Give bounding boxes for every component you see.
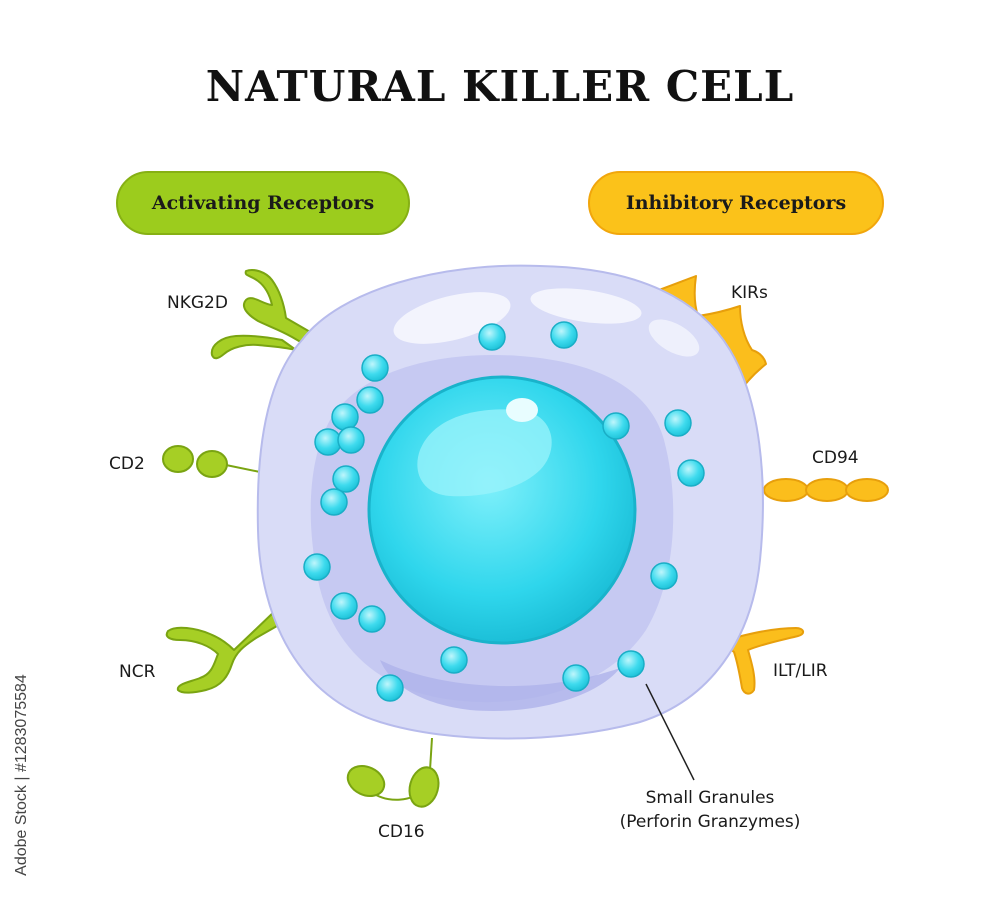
granule [361, 354, 389, 382]
granules-pointer-line [645, 683, 695, 781]
granule [332, 465, 360, 493]
label-ncr: NCR [119, 662, 156, 682]
granule [356, 386, 384, 414]
page-title: NATURAL KILLER CELL [205, 62, 795, 111]
granule [664, 409, 692, 437]
activating-receptors-pill: Activating Receptors [116, 171, 410, 235]
label-cd94: CD94 [812, 448, 859, 468]
granule [440, 646, 468, 674]
nucleus [367, 375, 637, 645]
granule [478, 323, 506, 351]
ncr-receptor [165, 609, 285, 694]
granule [337, 426, 365, 454]
granule [650, 562, 678, 590]
label-cd16: CD16 [378, 822, 425, 842]
label-cd2: CD2 [109, 454, 145, 474]
cd94-receptor [763, 478, 889, 502]
granule [602, 412, 630, 440]
granule [376, 674, 404, 702]
label-nkg2d: NKG2D [167, 293, 228, 313]
granule [677, 459, 705, 487]
granule [562, 664, 590, 692]
label-granules-line1: Small Granules [645, 788, 775, 808]
stock-credit-text: Adobe Stock | #1283075584 [13, 674, 30, 876]
cd16-receptor [346, 737, 440, 808]
label-ilt-lir: ILT/LIR [773, 661, 828, 681]
inhibitory-receptors-pill: Inhibitory Receptors [588, 171, 884, 235]
granule [303, 553, 331, 581]
granule [320, 488, 348, 516]
granule [331, 403, 359, 431]
small-granules [303, 321, 705, 702]
stock-credit: Adobe Stock | #1283075584 [2, 660, 42, 890]
granule [358, 605, 386, 633]
granule [617, 650, 645, 678]
label-granules-line2: (Perforin Granzymes) [619, 812, 801, 832]
cd2-receptor [162, 445, 261, 478]
granule [314, 428, 342, 456]
granule [550, 321, 578, 349]
granule [330, 592, 358, 620]
nkg2d-receptor [210, 269, 325, 360]
label-kirs: KIRs [731, 283, 768, 303]
